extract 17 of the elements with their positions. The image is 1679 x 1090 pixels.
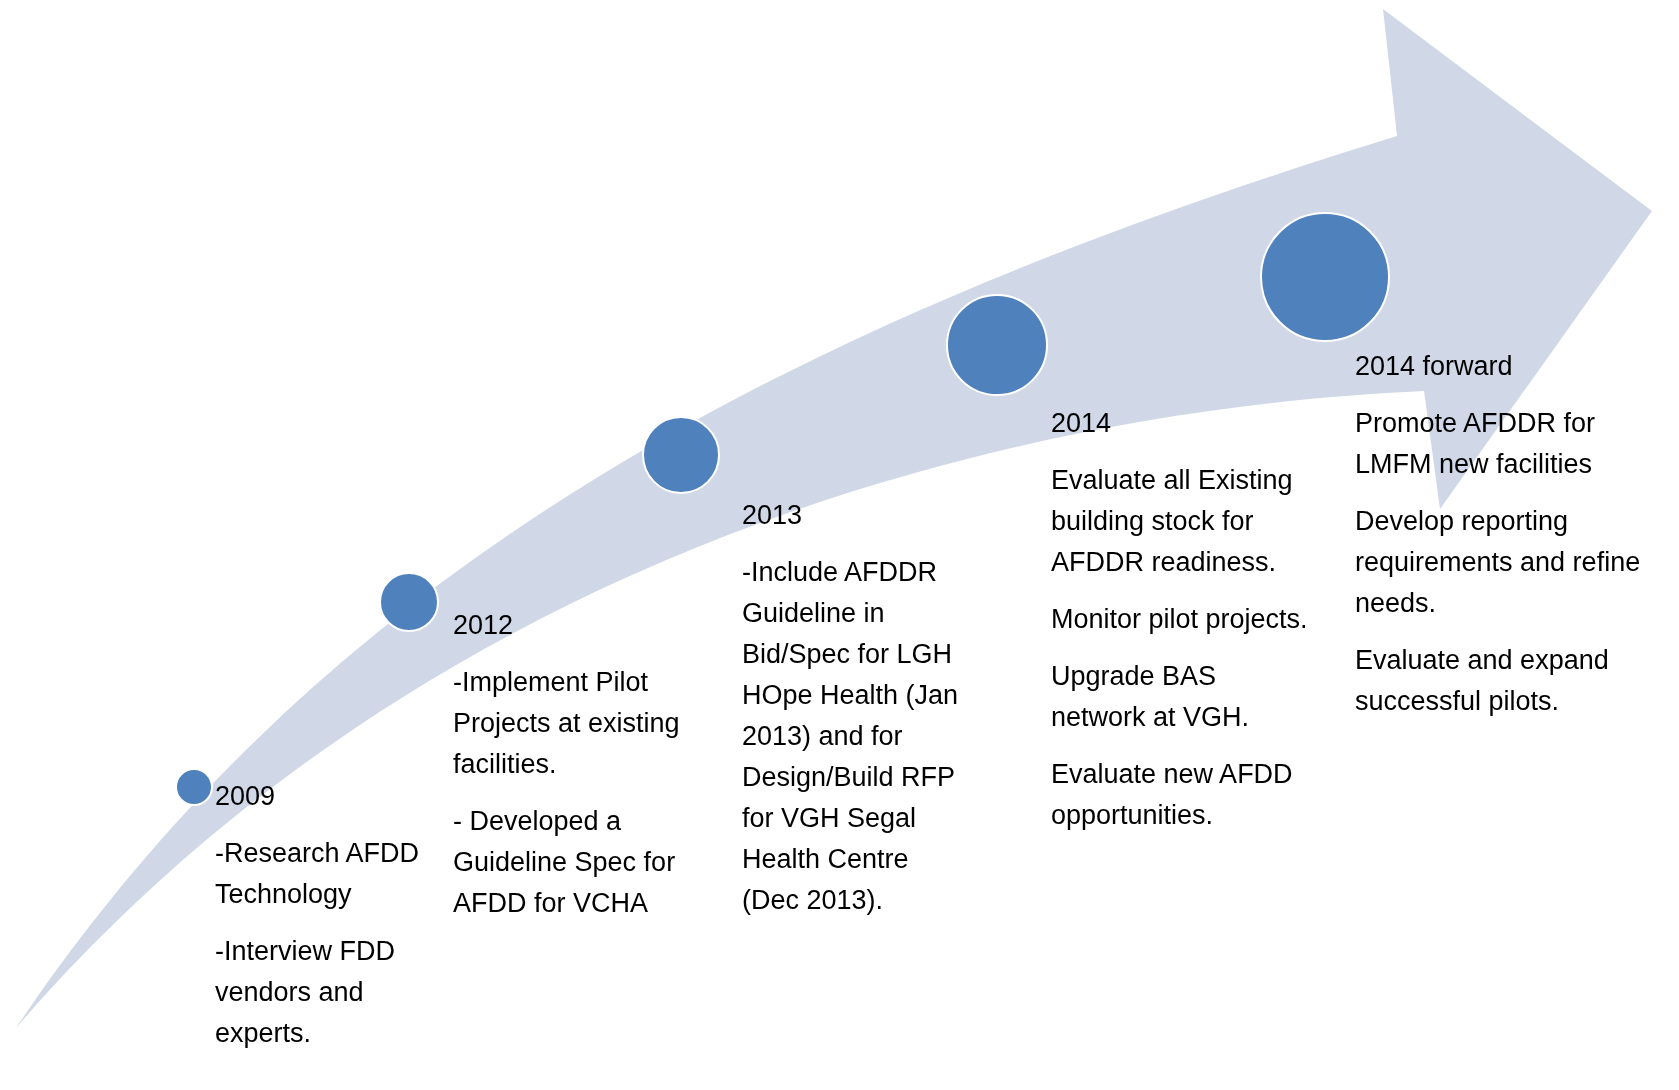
milestone-note: -Implement Pilot Projects at existing facilities. <box>453 666 681 781</box>
milestone-note: -Research AFDD Technology <box>215 837 420 911</box>
milestone-note: Upgrade BAS network at VGH. <box>1051 660 1251 734</box>
milestone-note: Monitor pilot projects. <box>1051 603 1309 636</box>
milestone-note: Evaluate new AFDD opportunities. <box>1051 758 1294 832</box>
milestone-year: 2014 forward <box>1355 350 1514 383</box>
milestone-year: 2014 <box>1051 407 1113 440</box>
milestone-note: - Developed a Guideline Spec for AFDD for VCHA <box>453 805 677 920</box>
milestone-year: 2013 <box>742 499 804 532</box>
milestone-year: 2012 <box>453 609 515 642</box>
milestone-note: Evaluate all Existing building stock for AFDDR readiness. <box>1051 464 1294 579</box>
milestone-note: -Include AFDDR Guideline in Bid/Spec for LGH HOpe Health (Jan 2013) and for Design/Build RFP for VGH Segal Health Centre (Dec 2013). <box>742 556 960 917</box>
milestone-note: -Interview FDD vendors and experts. <box>215 935 397 1050</box>
milestone-note: Promote AFDDR for LMFM new facilities <box>1355 407 1597 481</box>
milestone-year: 2009 <box>215 780 277 813</box>
milestone-note: Develop reporting requirements and refine needs. <box>1355 505 1642 620</box>
milestone-note: Evaluate and expand successful pilots. <box>1355 644 1610 718</box>
